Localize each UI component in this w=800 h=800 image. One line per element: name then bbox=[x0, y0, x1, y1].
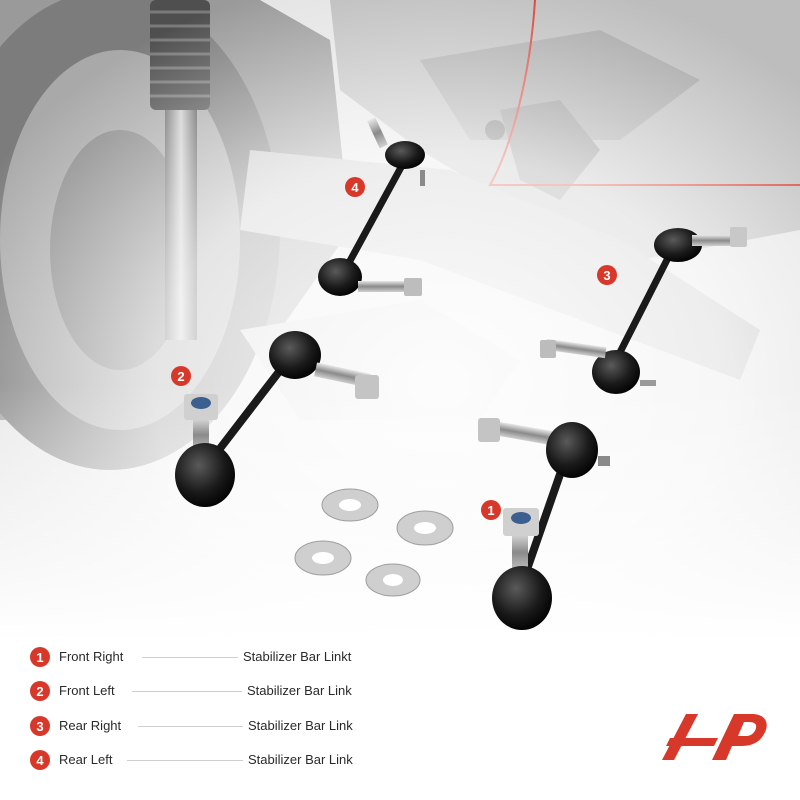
legend-part: Stabilizer Bar Link bbox=[247, 683, 352, 698]
legend-position: Front Left bbox=[59, 683, 115, 698]
legend-number: 2 bbox=[30, 681, 50, 701]
legend-part: Stabilizer Bar Linkt bbox=[243, 649, 352, 664]
legend-position: Rear Left bbox=[59, 752, 113, 767]
legend-divider bbox=[138, 726, 243, 727]
legend-position: Rear Right bbox=[59, 718, 122, 733]
legend-divider bbox=[142, 657, 238, 658]
legend-item-front-right: 1 Front Right Stabilizer Bar Linkt bbox=[30, 646, 390, 668]
legend-part: Stabilizer Bar Link bbox=[248, 718, 353, 733]
legend-item-rear-right: 3 Rear Right Stabilizer Bar Link bbox=[30, 715, 390, 737]
legend-number: 1 bbox=[30, 647, 50, 667]
marker-4: 4 bbox=[345, 177, 365, 197]
legend-number: 3 bbox=[30, 716, 50, 736]
link-front-left bbox=[175, 331, 379, 507]
ap-logo bbox=[662, 714, 767, 760]
legend-item-front-left: 2 Front Left Stabilizer Bar Link bbox=[30, 680, 390, 702]
legend-divider bbox=[127, 760, 243, 761]
link-rear-left bbox=[318, 117, 425, 296]
legend-item-rear-left: 4 Rear Left Stabilizer Bar Link bbox=[30, 749, 390, 771]
suspension-scene bbox=[0, 0, 800, 640]
legend-divider bbox=[132, 691, 242, 692]
marker-3: 3 bbox=[597, 265, 617, 285]
legend-part: Stabilizer Bar Link bbox=[248, 752, 353, 767]
marker-2: 2 bbox=[171, 366, 191, 386]
marker-1: 1 bbox=[481, 500, 501, 520]
legend-number: 4 bbox=[30, 750, 50, 770]
logo-stroke-a bbox=[662, 714, 698, 760]
legend-position: Front Right bbox=[59, 649, 124, 664]
logo-stroke-p bbox=[712, 714, 767, 760]
logo-stroke-bar bbox=[666, 738, 718, 746]
link-front-right bbox=[478, 418, 610, 630]
link-rear-right bbox=[540, 227, 747, 394]
washers bbox=[294, 488, 454, 597]
